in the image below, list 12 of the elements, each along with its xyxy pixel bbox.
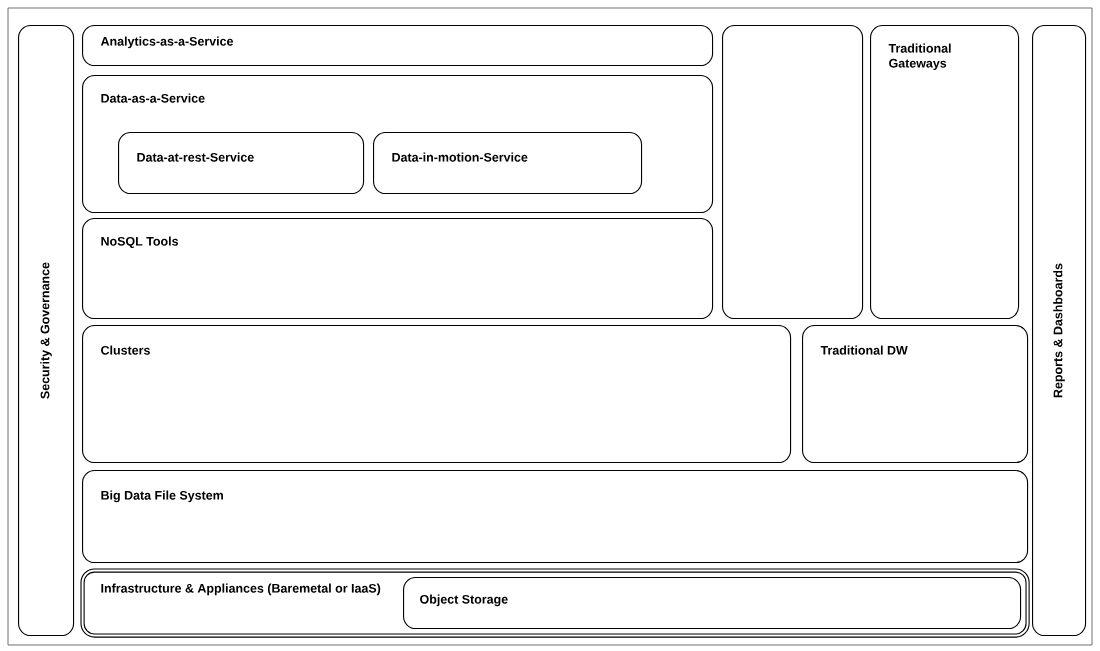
layer-box: Big Data File System — [82, 470, 1029, 564]
layer-box: NoSQL Tools — [82, 218, 714, 320]
layer-box: Traditional DW — [802, 325, 1029, 464]
layer-box: Data-at-rest-Service — [118, 132, 365, 195]
layer-box: Data-in-motion-Service — [373, 132, 643, 195]
layer-box: Analytics-as-a-Service — [82, 25, 714, 67]
layer-box: Object Storage — [403, 577, 1022, 630]
layer-box: Reports & Dashboards — [1032, 25, 1087, 637]
layer-box: Security & Governance — [18, 25, 75, 637]
layer-box: Traditional Gateways — [870, 25, 1020, 320]
layer-box — [722, 25, 864, 320]
layer-box: Clusters — [82, 325, 792, 464]
